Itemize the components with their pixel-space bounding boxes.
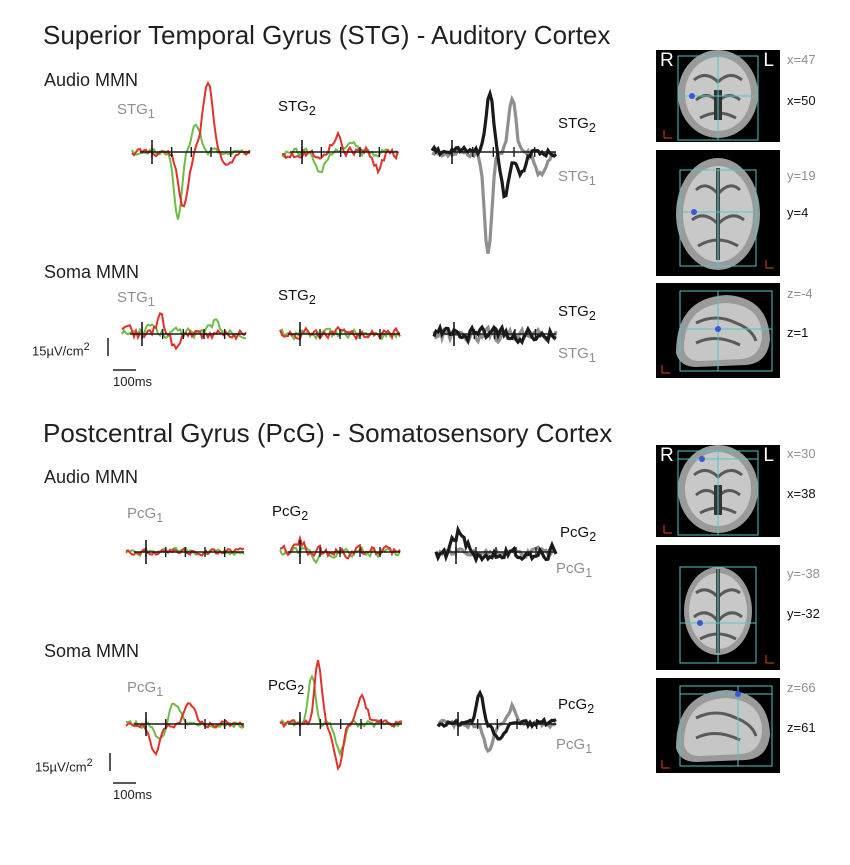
trace-label-stg1-soma: STG1 (117, 289, 155, 309)
coord-black-stg-y: y=4 (787, 205, 809, 220)
coord-grey-pcg-x: x=30 (787, 446, 816, 461)
trace-label-pcg2-soma: PcG2 (268, 677, 305, 697)
mri-orientation-right-pcg: R (660, 445, 674, 466)
coord-grey-stg-y: y=19 (787, 168, 816, 183)
coord-grey-stg-z: z=-4 (787, 286, 813, 301)
coord-grey-pcg-y: y=-38 (787, 566, 820, 581)
mri-sagittal-pcg-image (661, 685, 773, 769)
mri-coronal-pcg: R L (656, 445, 780, 537)
coord-black-pcg-x: x=38 (787, 486, 816, 501)
trace-label-stg2-audio: STG2 (278, 98, 316, 118)
row-label-stg-audio: Audio MMN (44, 70, 139, 90)
trace-label-pcg2-audio: PcG2 (272, 503, 309, 523)
overlay-label-pcg1-audio: PcG1 (556, 560, 593, 580)
coord-black-pcg-z: z=61 (787, 720, 816, 735)
coord-black-stg-x: x=50 (787, 93, 816, 108)
mri-sagittal-pcg (656, 678, 780, 773)
mri-axial-stg-image (676, 158, 774, 270)
section-title-pcg: Postcentral Gyrus (PcG) - Somatosensory … (43, 418, 613, 448)
mri-sagittal-stg-image (661, 290, 773, 374)
coord-black-pcg-y: y=-32 (787, 606, 820, 621)
trace-group (121, 81, 558, 772)
trace-label-stg2-soma: STG2 (278, 287, 316, 307)
overlay-label-stg1-audio: STG1 (558, 168, 596, 188)
amplitude-scale-label-pcg: 15µV/cm2 (35, 757, 93, 775)
mri-orientation-left: L (763, 50, 774, 71)
section-title-stg: Superior Temporal Gyrus (STG) - Auditory… (43, 20, 611, 50)
trace-label-pcg1-audio: PcG1 (127, 505, 164, 525)
mri-orientation-right: R (660, 50, 674, 71)
overlay-label-stg2-audio: STG2 (558, 115, 596, 135)
mri-coronal-pcg-image (663, 445, 759, 536)
mri-coronal-stg-image (663, 50, 759, 141)
time-scale-label-pcg: 100ms (113, 787, 153, 802)
overlay-label-stg1-soma: STG1 (558, 345, 596, 365)
mri-sagittal-stg (656, 283, 780, 378)
trace-label-pcg1-soma: PcG1 (127, 679, 164, 699)
time-scale-label-stg: 100ms (113, 374, 153, 389)
mri-axial-stg (656, 150, 780, 276)
row-label-pcg-audio: Audio MMN (44, 467, 139, 487)
stg-audio-col1-red-trace (131, 81, 251, 208)
overlay-label-pcg2-audio: PcG2 (560, 524, 597, 544)
pcg-soma-col2-green-trace (279, 674, 403, 758)
coord-grey-pcg-z: z=66 (787, 680, 816, 695)
mri-axial-pcg-image (679, 566, 774, 664)
mri-coronal-stg: R L (656, 50, 780, 142)
row-label-stg-soma: Soma MMN (44, 262, 140, 282)
mri-axial-pcg (656, 545, 780, 670)
amplitude-scale-label-stg: 15µV/cm2 (32, 341, 90, 359)
coord-black-stg-z: z=1 (787, 325, 809, 340)
trace-label-stg1-audio: STG1 (117, 101, 155, 121)
overlay-label-pcg1-soma: PcG1 (556, 736, 593, 756)
overlay-label-stg2-soma: STG2 (558, 303, 596, 323)
coord-grey-stg-x: x=47 (787, 52, 816, 67)
mri-orientation-left-pcg: L (763, 445, 774, 466)
row-label-pcg-soma: Soma MMN (44, 641, 140, 661)
overlay-label-pcg2-soma: PcG2 (558, 696, 595, 716)
